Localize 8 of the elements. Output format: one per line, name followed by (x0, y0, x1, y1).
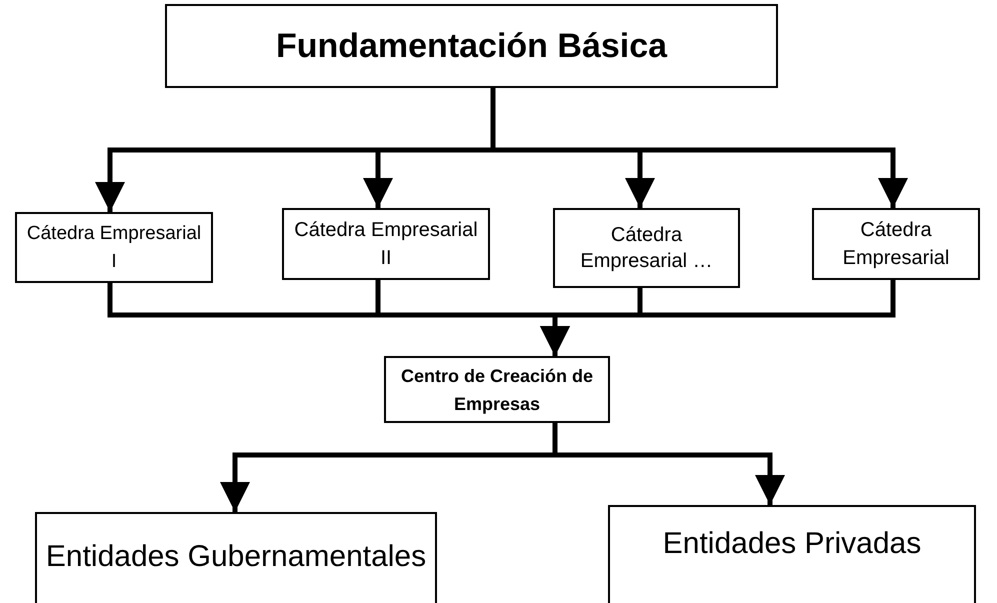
entity-box: Entidades Gubernamentales (35, 512, 437, 603)
entity-box: Entidades Privadas (608, 505, 976, 603)
title-box: Fundamentación Básica (165, 4, 778, 88)
chair-box: Cátedra Empresarial (812, 208, 980, 280)
chair-box: Cátedra Empresarial I (15, 212, 213, 283)
center-box: Centro de Creación de Empresas (384, 356, 610, 423)
chair-box: Cátedra Empresarial II (282, 208, 490, 280)
chair-box: Cátedra Empresarial … (553, 208, 740, 288)
